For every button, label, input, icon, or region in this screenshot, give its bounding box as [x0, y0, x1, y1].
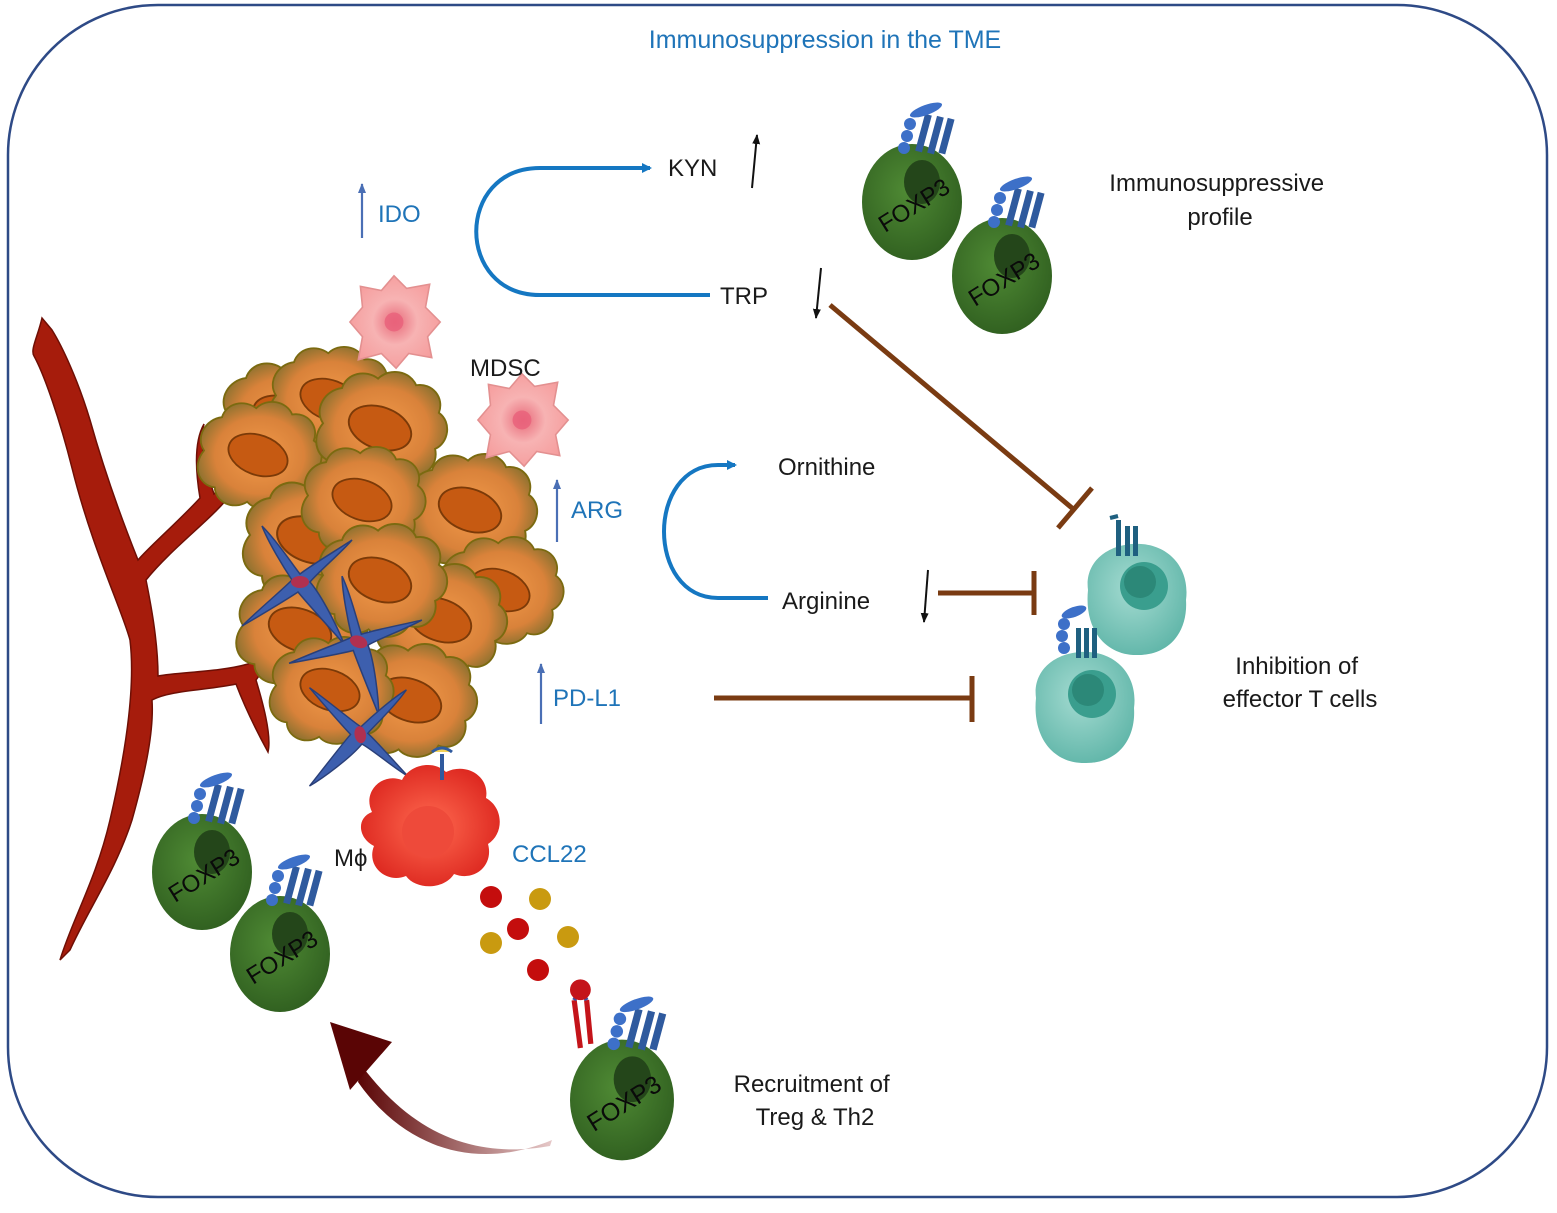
- treg-cell-icon: FOXP3: [952, 173, 1052, 334]
- pdl1-inhibition-bar-icon: [714, 676, 975, 722]
- trp-down-arrow-icon: [812, 267, 822, 319]
- recruitment-arrow-icon: [330, 1022, 552, 1155]
- immunosuppressive-profile-line-1: Immunosuppressive: [1109, 170, 1324, 197]
- recruitment-line-2: Treg & Th2: [756, 1104, 875, 1131]
- immunosuppressive-profile-line-2: profile: [1187, 204, 1252, 231]
- pdl1-label: PD-L1: [553, 685, 621, 712]
- trp-inhibition-bar-icon: [828, 303, 1094, 530]
- chemokine-dot-icon: [527, 959, 549, 981]
- macrophage-icon: [360, 746, 500, 887]
- diagram-frame: [6, 3, 1549, 1199]
- chemokine-dot-icon: [529, 888, 551, 910]
- chemokine-dot-icon: [480, 932, 502, 954]
- arginine-down-arrow-icon: [920, 569, 929, 623]
- ido-label: IDO: [378, 201, 421, 228]
- kyn-label: KYN: [668, 155, 717, 182]
- arginine-inhibition-bar-icon: [938, 571, 1037, 615]
- recruitment-label: Recruitment of Treg & Th2: [734, 1071, 897, 1131]
- chemokine-dot-icon: [557, 926, 579, 948]
- recruitment-line-1: Recruitment of: [734, 1071, 890, 1098]
- effector-t-cell-icon: [1087, 514, 1187, 656]
- treg-cell-icon: FOXP3: [230, 851, 330, 1012]
- chemokine-dot-icon: [507, 918, 529, 940]
- ccl22-label: CCL22: [512, 841, 587, 868]
- treg-cell-icon: FOXP3: [862, 99, 962, 260]
- treg-cell-icon: FOXP3: [570, 979, 674, 1161]
- arginine-ornithine-conversion-arrow: [662, 460, 768, 600]
- arginine-label: Arginine: [782, 588, 870, 615]
- macrophage-label: Mϕ: [334, 845, 367, 872]
- trp-kyn-conversion-arrow: [474, 163, 710, 297]
- kyn-up-arrow-icon: [751, 134, 761, 189]
- inhibition-effector-line-2: effector T cells: [1223, 686, 1378, 713]
- mdsc-label: MDSC: [470, 355, 541, 382]
- chemokine-dot-icon: [480, 886, 502, 908]
- mdsc-icon: [477, 373, 569, 467]
- ccl22-chemokine-dots: [480, 886, 579, 981]
- mdsc-icon: [349, 275, 441, 369]
- inhibition-effector-label: Inhibition of effector T cells: [1223, 653, 1378, 713]
- trp-label: TRP: [720, 283, 768, 310]
- effector-t-cell-icon: [1035, 605, 1135, 764]
- immunosuppressive-profile-label: Immunosuppressive profile: [1109, 170, 1330, 231]
- tumor-cell-icon: [315, 522, 449, 638]
- treg-cell-icon: FOXP3: [152, 769, 252, 930]
- arg-label: ARG: [571, 497, 623, 524]
- diagram-title: Immunosuppression in the TME: [649, 26, 1001, 54]
- inhibition-effector-line-1: Inhibition of: [1235, 653, 1358, 680]
- ornithine-label: Ornithine: [778, 454, 875, 481]
